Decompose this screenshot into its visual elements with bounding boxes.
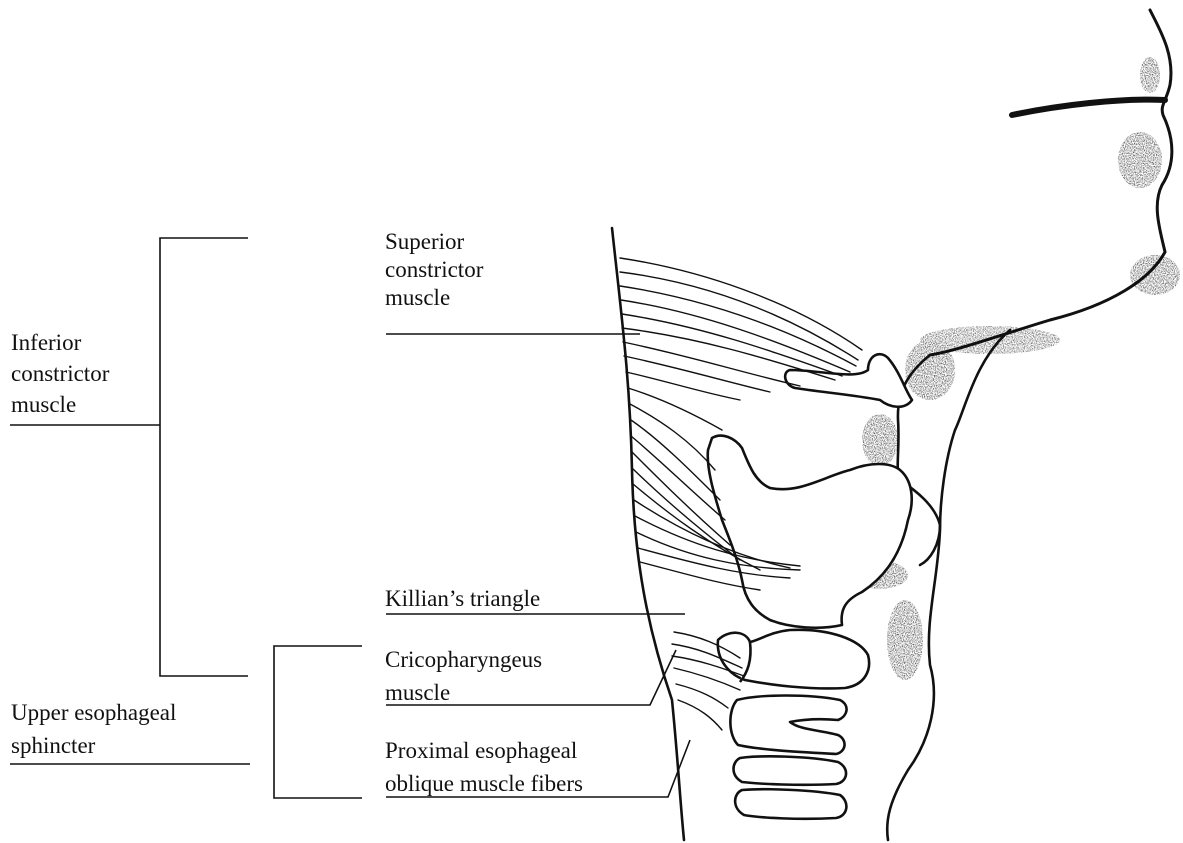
label-upper-esophageal-sphincter: Upper esophageal sphincter — [11, 696, 176, 762]
label-line: sphincter — [11, 729, 176, 762]
label-line: constrictor — [385, 256, 483, 284]
label-line: muscle — [385, 284, 483, 312]
stipple-shading — [762, 57, 1180, 807]
label-proximal-esophageal: Proximal esophageal oblique muscle fiber… — [385, 734, 583, 800]
label-line: Cricopharyngeus — [385, 643, 542, 676]
label-line: constrictor — [11, 358, 109, 389]
bracket-inferior-constrictor — [160, 238, 248, 676]
thyroid-cartilage — [708, 436, 912, 628]
label-superior-constrictor: Superior constrictor muscle — [385, 228, 483, 312]
bracket-upper-esophageal-sphincter — [274, 646, 362, 798]
label-line: Superior — [385, 228, 483, 256]
label-line: Upper esophageal — [11, 696, 176, 729]
label-killians-triangle: Killian’s triangle — [385, 585, 540, 613]
tracheal-rings — [730, 696, 846, 819]
label-line: muscle — [385, 676, 542, 709]
label-cricopharyngeus: Cricopharyngeus muscle — [385, 643, 542, 709]
cricoid-cartilage — [718, 630, 869, 689]
label-line: Inferior — [11, 327, 109, 358]
label-inferior-constrictor: Inferior constrictor muscle — [11, 327, 109, 420]
label-line: oblique muscle fibers — [385, 767, 583, 800]
label-line: muscle — [11, 389, 109, 420]
label-line: Proximal esophageal — [385, 734, 583, 767]
